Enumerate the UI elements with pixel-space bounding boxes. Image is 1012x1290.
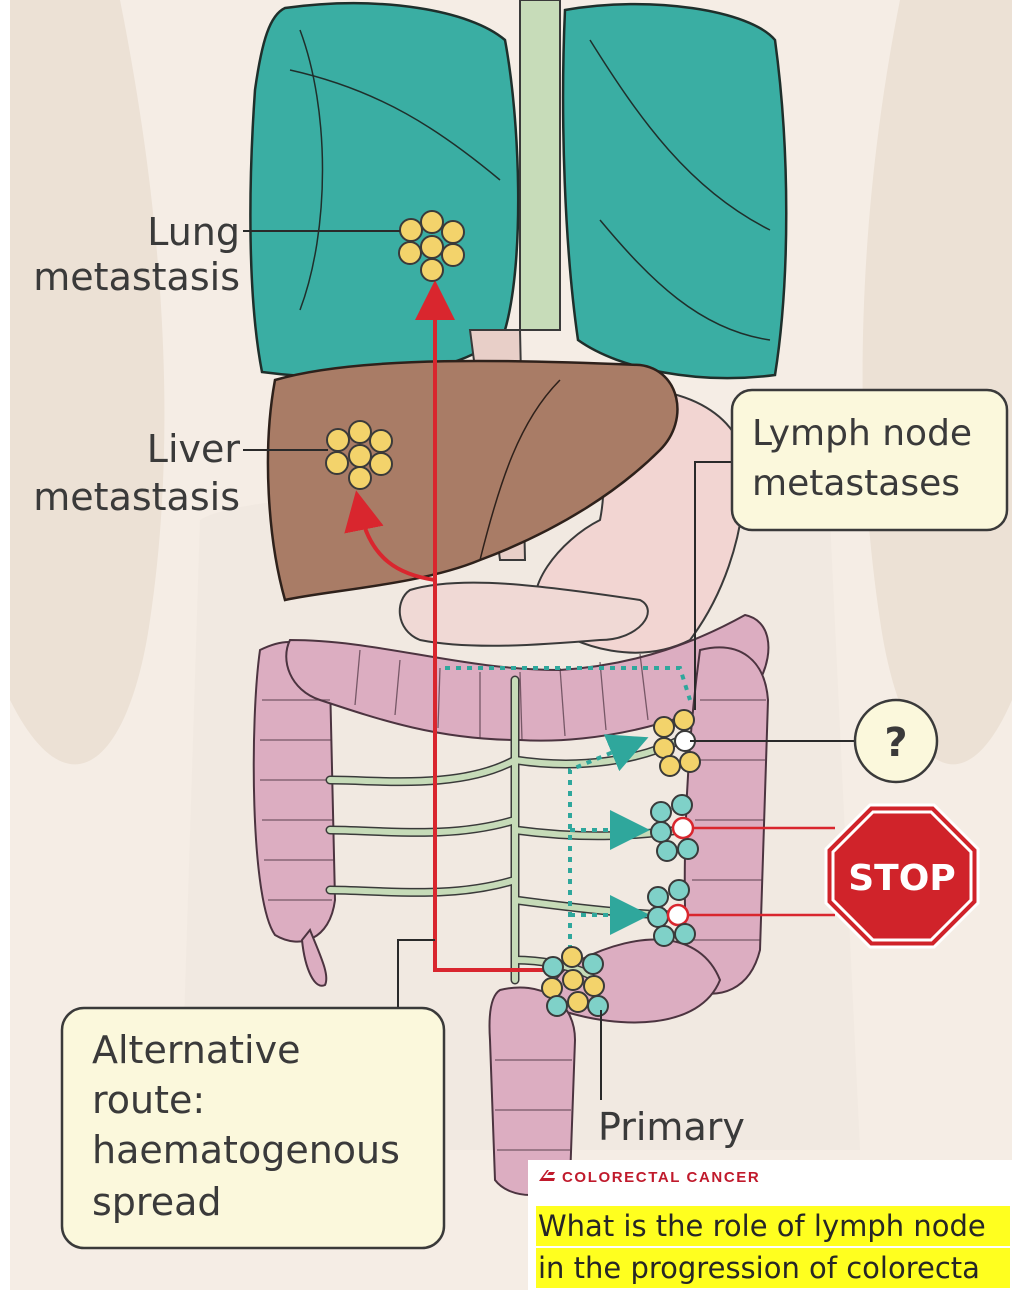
caption-headline-line1[interactable]: What is the role of lymph node [536, 1206, 1010, 1246]
lymph-node-callout [732, 390, 1007, 530]
left-lung [250, 3, 518, 377]
alt-route-line2: route: [92, 1078, 205, 1122]
caption-tag-text: COLORECTAL CANCER [562, 1169, 760, 1186]
liver-label-line1: Liver [147, 427, 241, 471]
lung-label-line1: Lung [147, 210, 240, 254]
stop-label: STOP [848, 858, 955, 899]
trachea [520, 0, 560, 330]
alt-route-line4: spread [92, 1180, 222, 1224]
lymph-label-line1: Lymph node [752, 413, 972, 454]
right-lung [563, 4, 786, 378]
lymph-node-blocked-upper [651, 795, 698, 861]
lymph-node-blocked-lower [648, 880, 695, 946]
primary-tumour-cluster [542, 947, 608, 1016]
primary-label: Primary [598, 1105, 745, 1149]
liver-label-line2: metastasis [33, 475, 240, 519]
caption-headline-line2[interactable]: in the progression of colorecta [536, 1248, 1010, 1288]
alt-route-line3: haematogenous [92, 1128, 400, 1172]
alt-route-line1: Alternative [92, 1028, 300, 1072]
lymph-label-line2: metastases [752, 463, 960, 504]
brand-logo-icon [538, 1168, 556, 1184]
question-label: ? [884, 720, 907, 766]
lung-label-line2: metastasis [33, 255, 240, 299]
caption-tag: COLORECTAL CANCER [538, 1168, 760, 1186]
lymph-node-metastasis-cluster [654, 710, 700, 776]
